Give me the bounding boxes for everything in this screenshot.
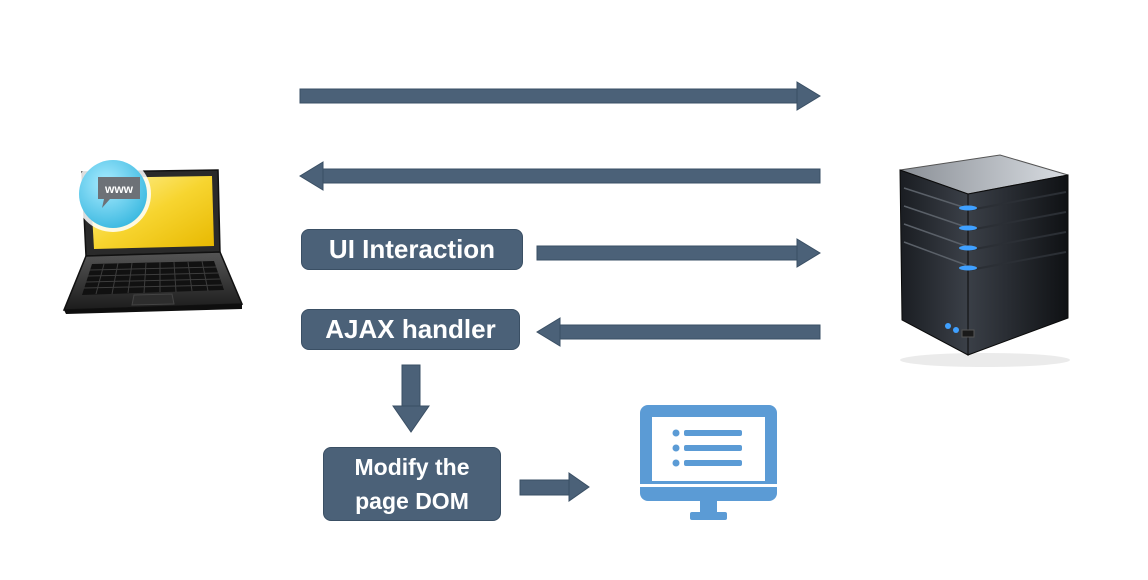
arrow-server-to-laptop — [299, 161, 821, 191]
arrow-ajax-to-modify-dom — [392, 364, 430, 433]
ui-interaction-box: UI Interaction — [301, 229, 523, 270]
arrow-laptop-to-server — [299, 81, 821, 111]
arrow-server-to-ajax-handler — [536, 317, 821, 347]
ajax-handler-box: AJAX handler — [301, 309, 520, 350]
modify-dom-label: Modify the page DOM — [354, 454, 470, 514]
modify-dom-box: Modify the page DOM — [323, 447, 501, 521]
ajax-handler-label: AJAX handler — [325, 314, 496, 344]
monitor-icon — [640, 405, 777, 520]
www-badge-icon: www — [75, 156, 151, 232]
arrow-ui-interaction-to-server — [536, 238, 821, 268]
server-icon — [899, 154, 1070, 367]
arrow-modify-dom-to-monitor — [519, 472, 590, 502]
www-badge-text: www — [104, 182, 134, 196]
ui-interaction-label: UI Interaction — [328, 234, 496, 264]
